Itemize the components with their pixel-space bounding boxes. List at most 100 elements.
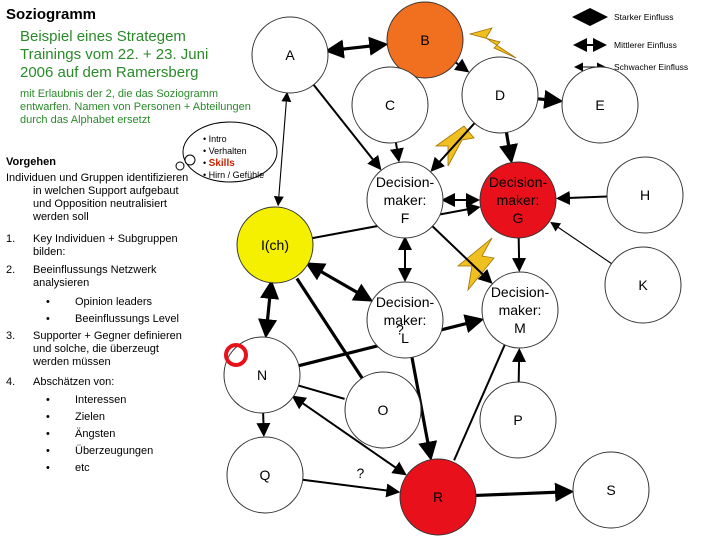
edge-p-m xyxy=(512,347,527,383)
bullet-dot: • xyxy=(46,462,50,474)
edge-b-d xyxy=(453,58,470,73)
edge-f-m xyxy=(431,225,493,284)
node-label-m: M xyxy=(514,320,526,336)
step-number: 1. xyxy=(6,233,16,245)
node-c[interactable] xyxy=(351,66,429,144)
procedure-intro-line: und Opposition neutralisiert xyxy=(33,198,167,210)
procedure-intro-line: in welchen Support aufgebaut xyxy=(33,185,179,197)
node-label-b: B xyxy=(420,32,429,48)
node-label-q: Q xyxy=(260,467,271,483)
node-label-e: E xyxy=(595,97,604,113)
bullet-dot: • xyxy=(46,296,50,308)
node-label-g: G xyxy=(513,210,524,226)
edge-o-ich xyxy=(295,277,364,380)
bullet-item: Interessen xyxy=(75,394,127,406)
edge-g-m xyxy=(512,237,527,273)
node-label-l: maker: xyxy=(384,312,427,328)
node-k[interactable] xyxy=(604,246,682,324)
bullet-dot: • xyxy=(46,394,50,406)
node-n[interactable] xyxy=(223,336,301,414)
node-g[interactable] xyxy=(479,161,557,239)
subtitle-line: Trainings vom 22. + 23. Juni xyxy=(20,46,209,63)
note-line: mit Erlaubnis der 2, die das Soziogramm xyxy=(20,88,219,100)
thought-bubble: • Intro • Verhalten • Skills • Hirn / Ge… xyxy=(175,121,278,183)
edge-q-r xyxy=(302,478,401,498)
legend-medium-label: Mittlerer Einfluss xyxy=(614,40,677,50)
node-h[interactable] xyxy=(606,156,684,234)
node-label-h: H xyxy=(640,187,650,203)
node-ich[interactable] xyxy=(236,206,314,284)
bullet-dot: • xyxy=(46,445,50,457)
subtitle: Beispiel eines Strategem Trainings vom 2… xyxy=(20,28,260,82)
node-f[interactable] xyxy=(366,161,444,239)
edge-a-f xyxy=(312,84,382,171)
bullet-item: Überzeugungen xyxy=(75,445,154,457)
subtitle-line: Beispiel eines Strategem xyxy=(20,28,186,45)
thought-item: • Intro xyxy=(203,134,227,144)
edge-a-b xyxy=(324,36,389,59)
node-label-n: N xyxy=(257,367,267,383)
node-label-m: Decision- xyxy=(491,284,550,300)
edge-k-g xyxy=(550,221,612,265)
thought-item: • Hirn / Gefühle xyxy=(203,170,264,180)
edge-a-ich xyxy=(273,91,292,207)
node-label-s: S xyxy=(606,482,615,498)
edge-n-q xyxy=(256,412,271,438)
node-label-k: K xyxy=(638,277,648,293)
bullet-item: Zielen xyxy=(75,411,105,423)
node-q[interactable] xyxy=(226,436,304,514)
step-number: 3. xyxy=(6,330,16,342)
node-m[interactable] xyxy=(481,271,559,349)
page-title: Soziogramm xyxy=(6,6,97,23)
node-label-m: maker: xyxy=(499,302,542,318)
bullet-item: Opinion leaders xyxy=(75,296,153,308)
step-line: Supporter + Gegner definieren xyxy=(33,330,182,342)
step-line: und solche, die überzeugt xyxy=(33,343,159,355)
node-b[interactable] xyxy=(386,1,464,79)
node-label-g: maker: xyxy=(497,192,540,208)
node-label-r: R xyxy=(433,489,443,505)
note-line: durch das Alphabet ersetzt xyxy=(20,114,151,126)
edge-h-g xyxy=(555,190,608,205)
note-line: entwarfen. Namen von Personen + Abteilun… xyxy=(20,101,251,113)
procedure-intro-line: Individuen und Gruppen identifizieren xyxy=(6,172,189,184)
lightning-icon xyxy=(456,237,495,292)
step-line: bilden: xyxy=(33,246,66,258)
node-label-g: Decision- xyxy=(489,174,548,190)
legend-strong-label: Starker Einfluss xyxy=(614,12,674,22)
thought-item: • Verhalten xyxy=(203,146,247,156)
target-ring-icon xyxy=(224,343,248,367)
node-s[interactable] xyxy=(572,451,650,529)
subtitle-line: 2006 auf dem Ramersberg xyxy=(20,64,199,81)
node-label-a: A xyxy=(285,47,295,63)
edge-question-label: ? xyxy=(357,465,365,481)
node-l[interactable] xyxy=(366,281,444,359)
node-label-o: O xyxy=(378,402,389,418)
bullet-dot: • xyxy=(46,428,50,440)
node-p[interactable] xyxy=(479,381,557,459)
edge-m-r xyxy=(453,344,506,461)
edge-ich-n xyxy=(258,279,280,339)
node-a[interactable] xyxy=(251,16,329,94)
step-number: 2. xyxy=(6,264,16,276)
step-number: 4. xyxy=(6,376,16,388)
step-line: Beeinflussungs Netzwerk xyxy=(33,264,157,276)
edge-d-e xyxy=(537,89,564,109)
node-label-p: P xyxy=(513,412,522,428)
bullet-item: etc xyxy=(75,462,90,474)
bullet-dot: • xyxy=(46,313,50,325)
step-line: Key Individuen + Subgruppen xyxy=(33,233,178,245)
node-label-f: maker: xyxy=(384,192,427,208)
permission-note: mit Erlaubnis der 2, die das Soziogramm … xyxy=(20,88,285,127)
node-e[interactable] xyxy=(561,66,639,144)
node-o[interactable] xyxy=(344,371,422,449)
node-d[interactable] xyxy=(461,56,539,134)
edge-d-f xyxy=(430,122,476,172)
procedure-intro-line: werden soll xyxy=(33,211,89,223)
thought-item-highlight: • Skills xyxy=(203,158,235,169)
node-label-d: D xyxy=(495,87,505,103)
node-r[interactable] xyxy=(399,458,477,536)
node-label-f: Decision- xyxy=(376,174,435,190)
node-label-ich: I(ch) xyxy=(261,237,289,253)
